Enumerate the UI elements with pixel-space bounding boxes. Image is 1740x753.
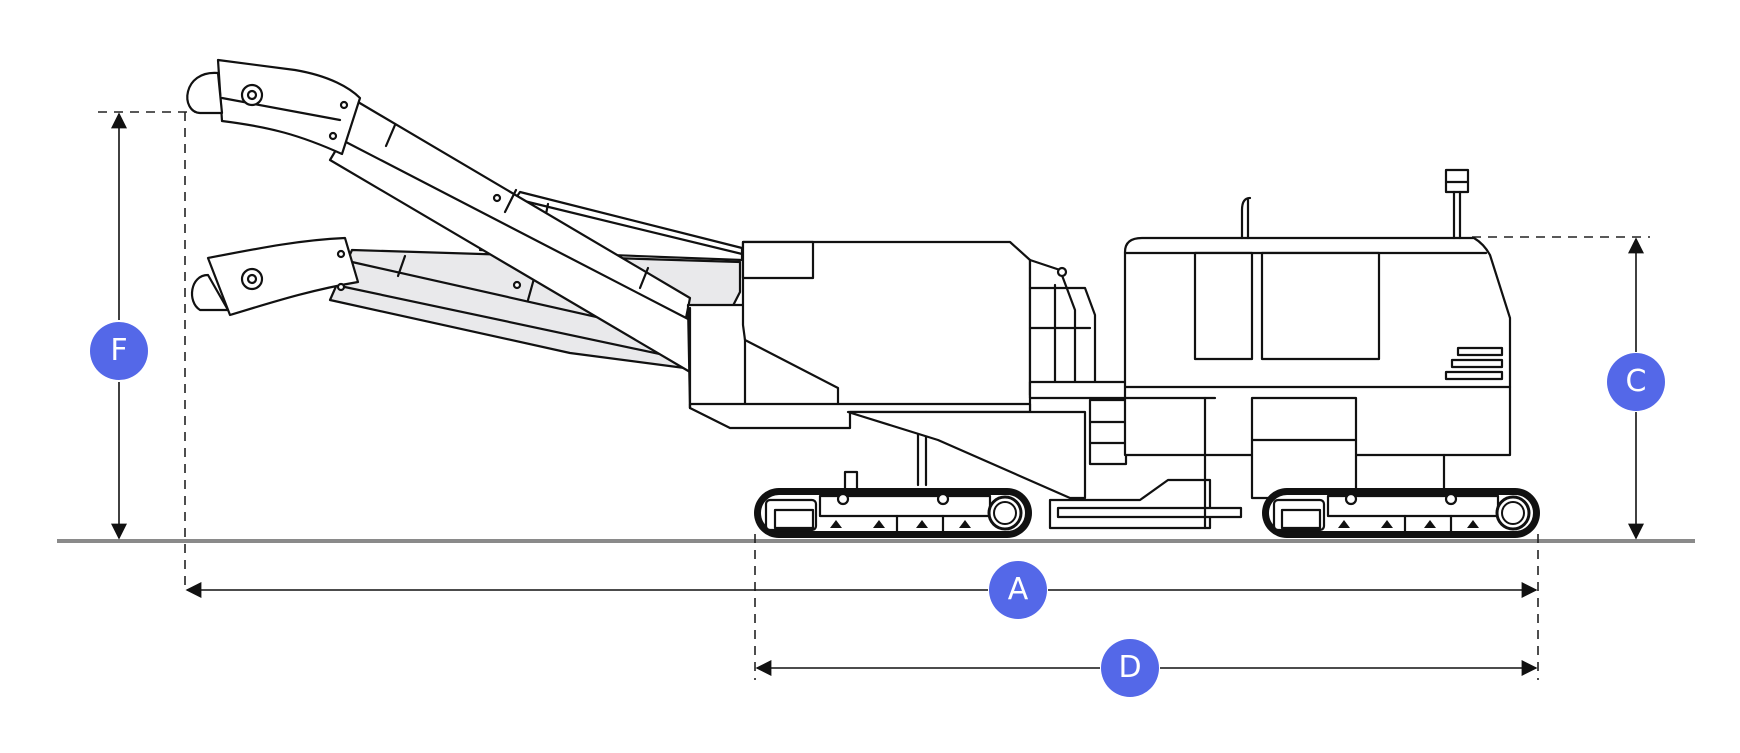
rear-track: [1262, 488, 1540, 538]
machine-rear-housing: [1123, 168, 1512, 530]
dimension-c-badge: C: [1607, 353, 1665, 411]
reference-lines: [98, 111, 1650, 680]
machine-center-body: [686, 240, 1262, 530]
dimension-f-badge: F: [90, 322, 148, 380]
dimension-a-badge: A: [989, 561, 1047, 619]
front-track: [754, 470, 1032, 538]
conveyor-raised: [186, 58, 744, 374]
dimension-d-badge: D: [1101, 639, 1159, 697]
